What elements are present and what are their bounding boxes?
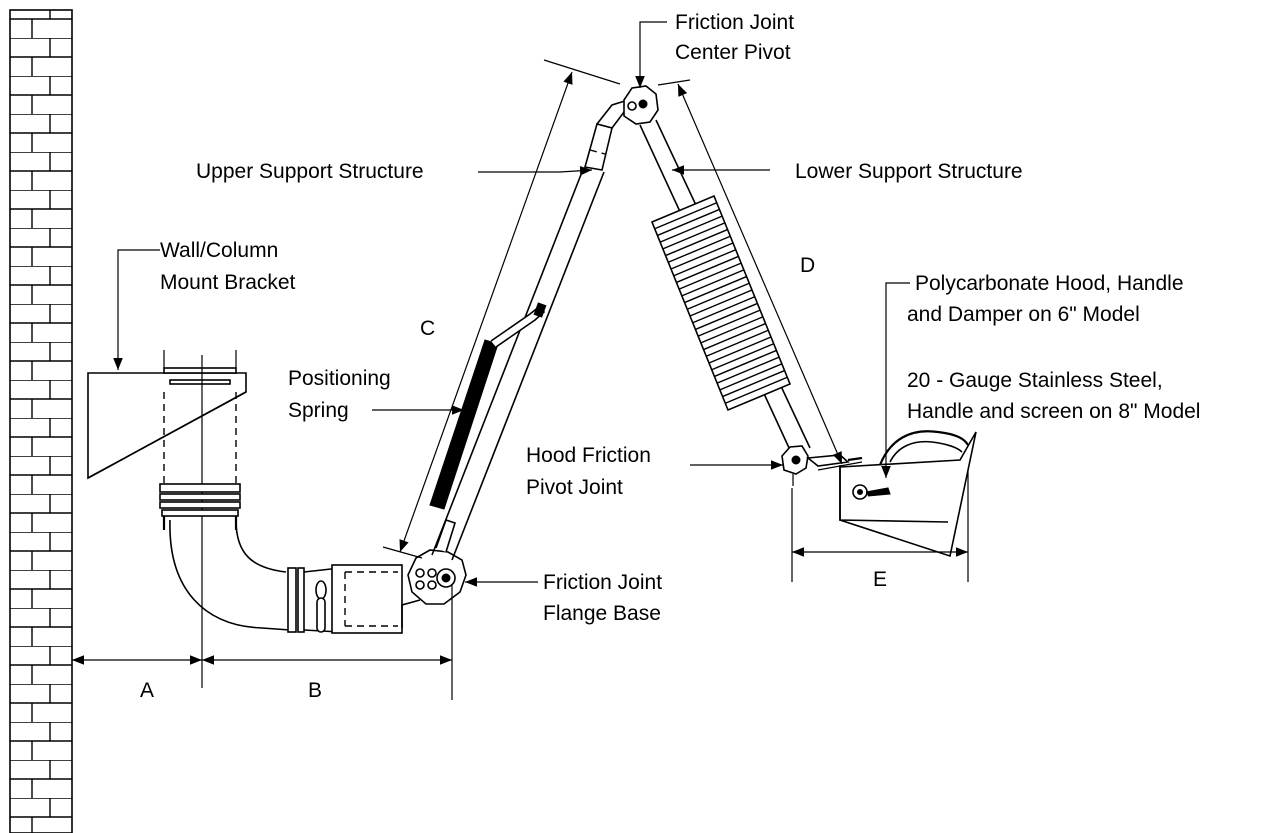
hood-8in-label-line1: 20 - Gauge Stainless Steel, (907, 369, 1163, 392)
hood-8in-label-line2: Handle and screen on 8" Model (907, 400, 1200, 423)
dimension-d-label: D (800, 254, 815, 277)
wall-bracket-label-line1: Wall/Column (160, 239, 278, 262)
horizontal-duct (331, 564, 421, 634)
brick-wall (9, 9, 73, 833)
flange-base-label-line1: Friction Joint (543, 571, 662, 594)
hood-6in-label-line2: and Damper on 6" Model (907, 303, 1140, 326)
wall-mount-bracket (87, 350, 247, 480)
duct-elbow (169, 519, 341, 633)
dimension-lines (72, 59, 969, 700)
leader-lines (113, 21, 910, 587)
hood (839, 430, 977, 558)
center-pivot-label-line2: Center Pivot (675, 41, 791, 64)
dimension-a-label: A (140, 679, 154, 702)
flange-base-joint (407, 549, 467, 605)
upper-support-label: Upper Support Structure (196, 160, 424, 183)
lower-support-label: Lower Support Structure (795, 160, 1023, 183)
hood-6in-label-line1: Polycarbonate Hood, Handle (915, 272, 1184, 295)
dimension-c-label: C (420, 317, 435, 340)
positioning-spring-label-line2: Spring (288, 399, 349, 422)
dimension-e-label: E (873, 568, 887, 591)
callout-labels: Friction Joint Center Pivot Upper Suppor… (140, 11, 1200, 702)
positioning-spring-label-line1: Positioning (288, 367, 391, 390)
center-pivot-label-line1: Friction Joint (675, 11, 794, 34)
dimension-b-label: B (308, 679, 322, 702)
hood-pivot-label-line2: Pivot Joint (526, 476, 623, 499)
wall-bracket-label-line2: Mount Bracket (160, 271, 296, 294)
flange-base-label-line2: Flange Base (543, 602, 661, 625)
hood-pivot-label-line1: Hood Friction (526, 444, 651, 467)
center-pivot-joint (623, 85, 659, 125)
